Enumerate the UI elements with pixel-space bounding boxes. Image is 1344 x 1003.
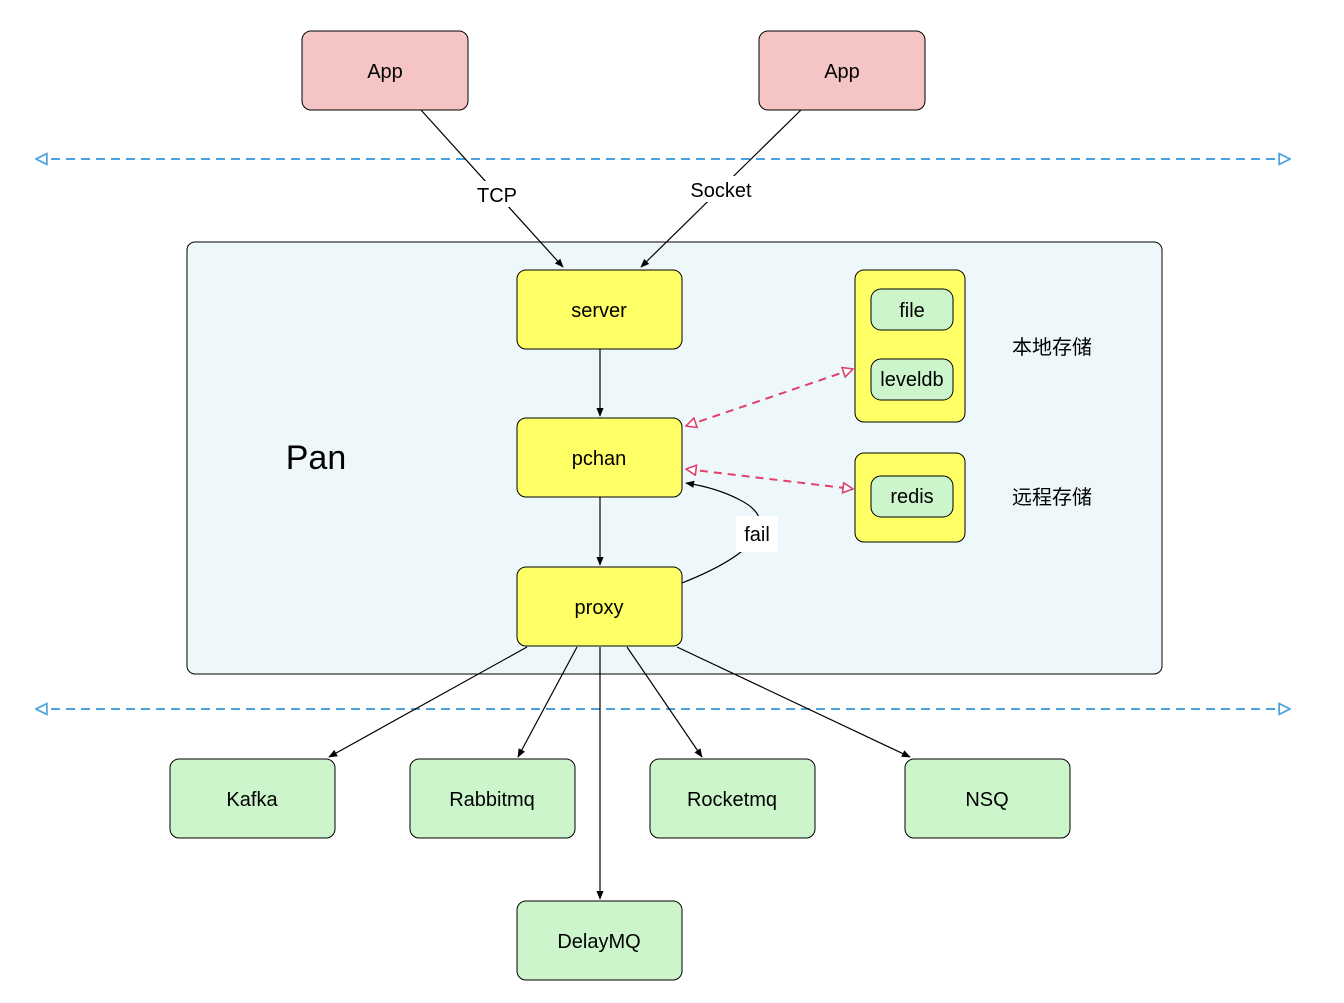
proxy-node-label: proxy: [575, 597, 624, 619]
rabbitmq-node: Rabbitmq: [409, 758, 576, 839]
app-node-left-label: App: [367, 61, 403, 83]
app-node-right: App: [758, 30, 926, 111]
rabbitmq-node-label: Rabbitmq: [449, 789, 535, 811]
redis-node-label: redis: [890, 486, 933, 508]
pchan-local-storage-link: [686, 369, 853, 426]
delaymq-node: DelayMQ: [516, 900, 683, 981]
pan-label: Pan: [286, 439, 347, 477]
rocketmq-node: Rocketmq: [649, 758, 816, 839]
kafka-node-label: Kafka: [226, 789, 278, 811]
fail-label-bg: [736, 516, 778, 552]
delaymq-node-label: DelayMQ: [557, 931, 640, 953]
remote-storage-group: redis: [854, 452, 966, 543]
app-node-left: App: [301, 30, 469, 111]
local-storage-group: file leveldb: [854, 269, 966, 423]
tcp-label: TCP: [477, 185, 517, 207]
proxy-node: proxy: [516, 566, 683, 647]
app-node-right-label: App: [824, 61, 860, 83]
server-node: server: [516, 269, 683, 350]
pchan-remote-storage-link: [686, 469, 853, 489]
kafka-node: Kafka: [169, 758, 336, 839]
proxy-to-rocketmq-edge: [626, 646, 703, 758]
leveldb-node-label: leveldb: [880, 369, 943, 391]
rocketmq-node-label: Rocketmq: [687, 789, 777, 811]
tcp-label-bg: [470, 181, 524, 207]
socket-label: Socket: [690, 180, 752, 202]
server-node-label: server: [571, 300, 627, 322]
file-node-label: file: [899, 300, 925, 322]
proxy-to-rabbitmq-edge: [517, 646, 578, 758]
leveldb-node: leveldb: [870, 358, 954, 401]
socket-label-bg: [682, 176, 760, 202]
fail-label: fail: [744, 524, 770, 546]
nsq-node-label: NSQ: [965, 789, 1008, 811]
nsq-node: NSQ: [904, 758, 1071, 839]
local-storage-label: 本地存储: [1012, 336, 1092, 359]
proxy-to-nsq-edge: [676, 646, 911, 758]
pchan-node-label: pchan: [572, 448, 627, 470]
redis-node: redis: [870, 475, 954, 518]
pchan-node: pchan: [516, 417, 683, 498]
file-node: file: [870, 288, 954, 331]
proxy-to-kafka-edge: [328, 646, 528, 758]
remote-storage-label: 远程存储: [1012, 486, 1092, 509]
